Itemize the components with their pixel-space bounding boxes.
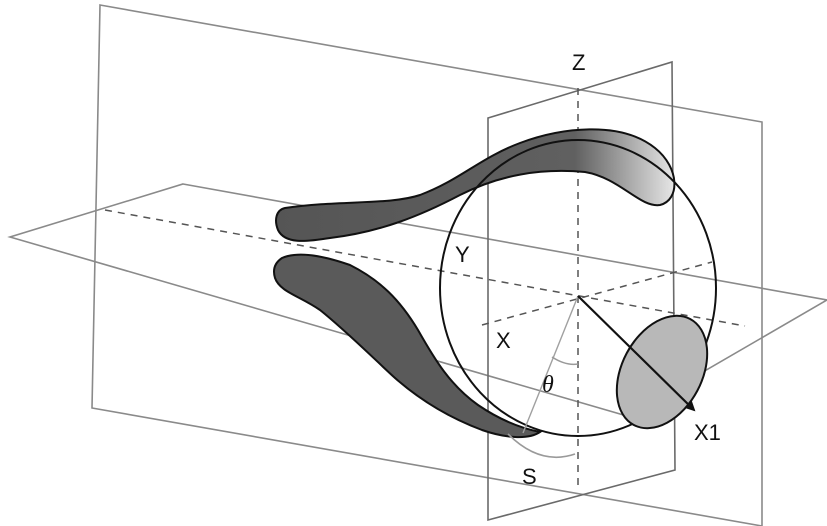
upper-rectus-muscle — [275, 128, 676, 242]
label-theta: θ — [542, 372, 554, 398]
label-x: X — [496, 328, 511, 353]
gaze-reference-line — [522, 295, 579, 434]
label-x1: X1 — [694, 420, 721, 445]
frontal-plane — [487, 60, 676, 522]
s-arc — [507, 433, 576, 458]
label-y: Y — [455, 242, 470, 267]
eyeball — [439, 139, 717, 437]
theta-angle-arc — [551, 356, 579, 366]
y-axis-dashed — [104, 209, 746, 327]
x-axis-dashed — [481, 261, 713, 326]
label-z: Z — [572, 50, 585, 75]
lower-rectus-muscle — [272, 253, 543, 438]
label-s: S — [522, 464, 537, 489]
sagittal-plane — [91, 4, 763, 526]
x1-axis-arrow — [577, 295, 696, 412]
